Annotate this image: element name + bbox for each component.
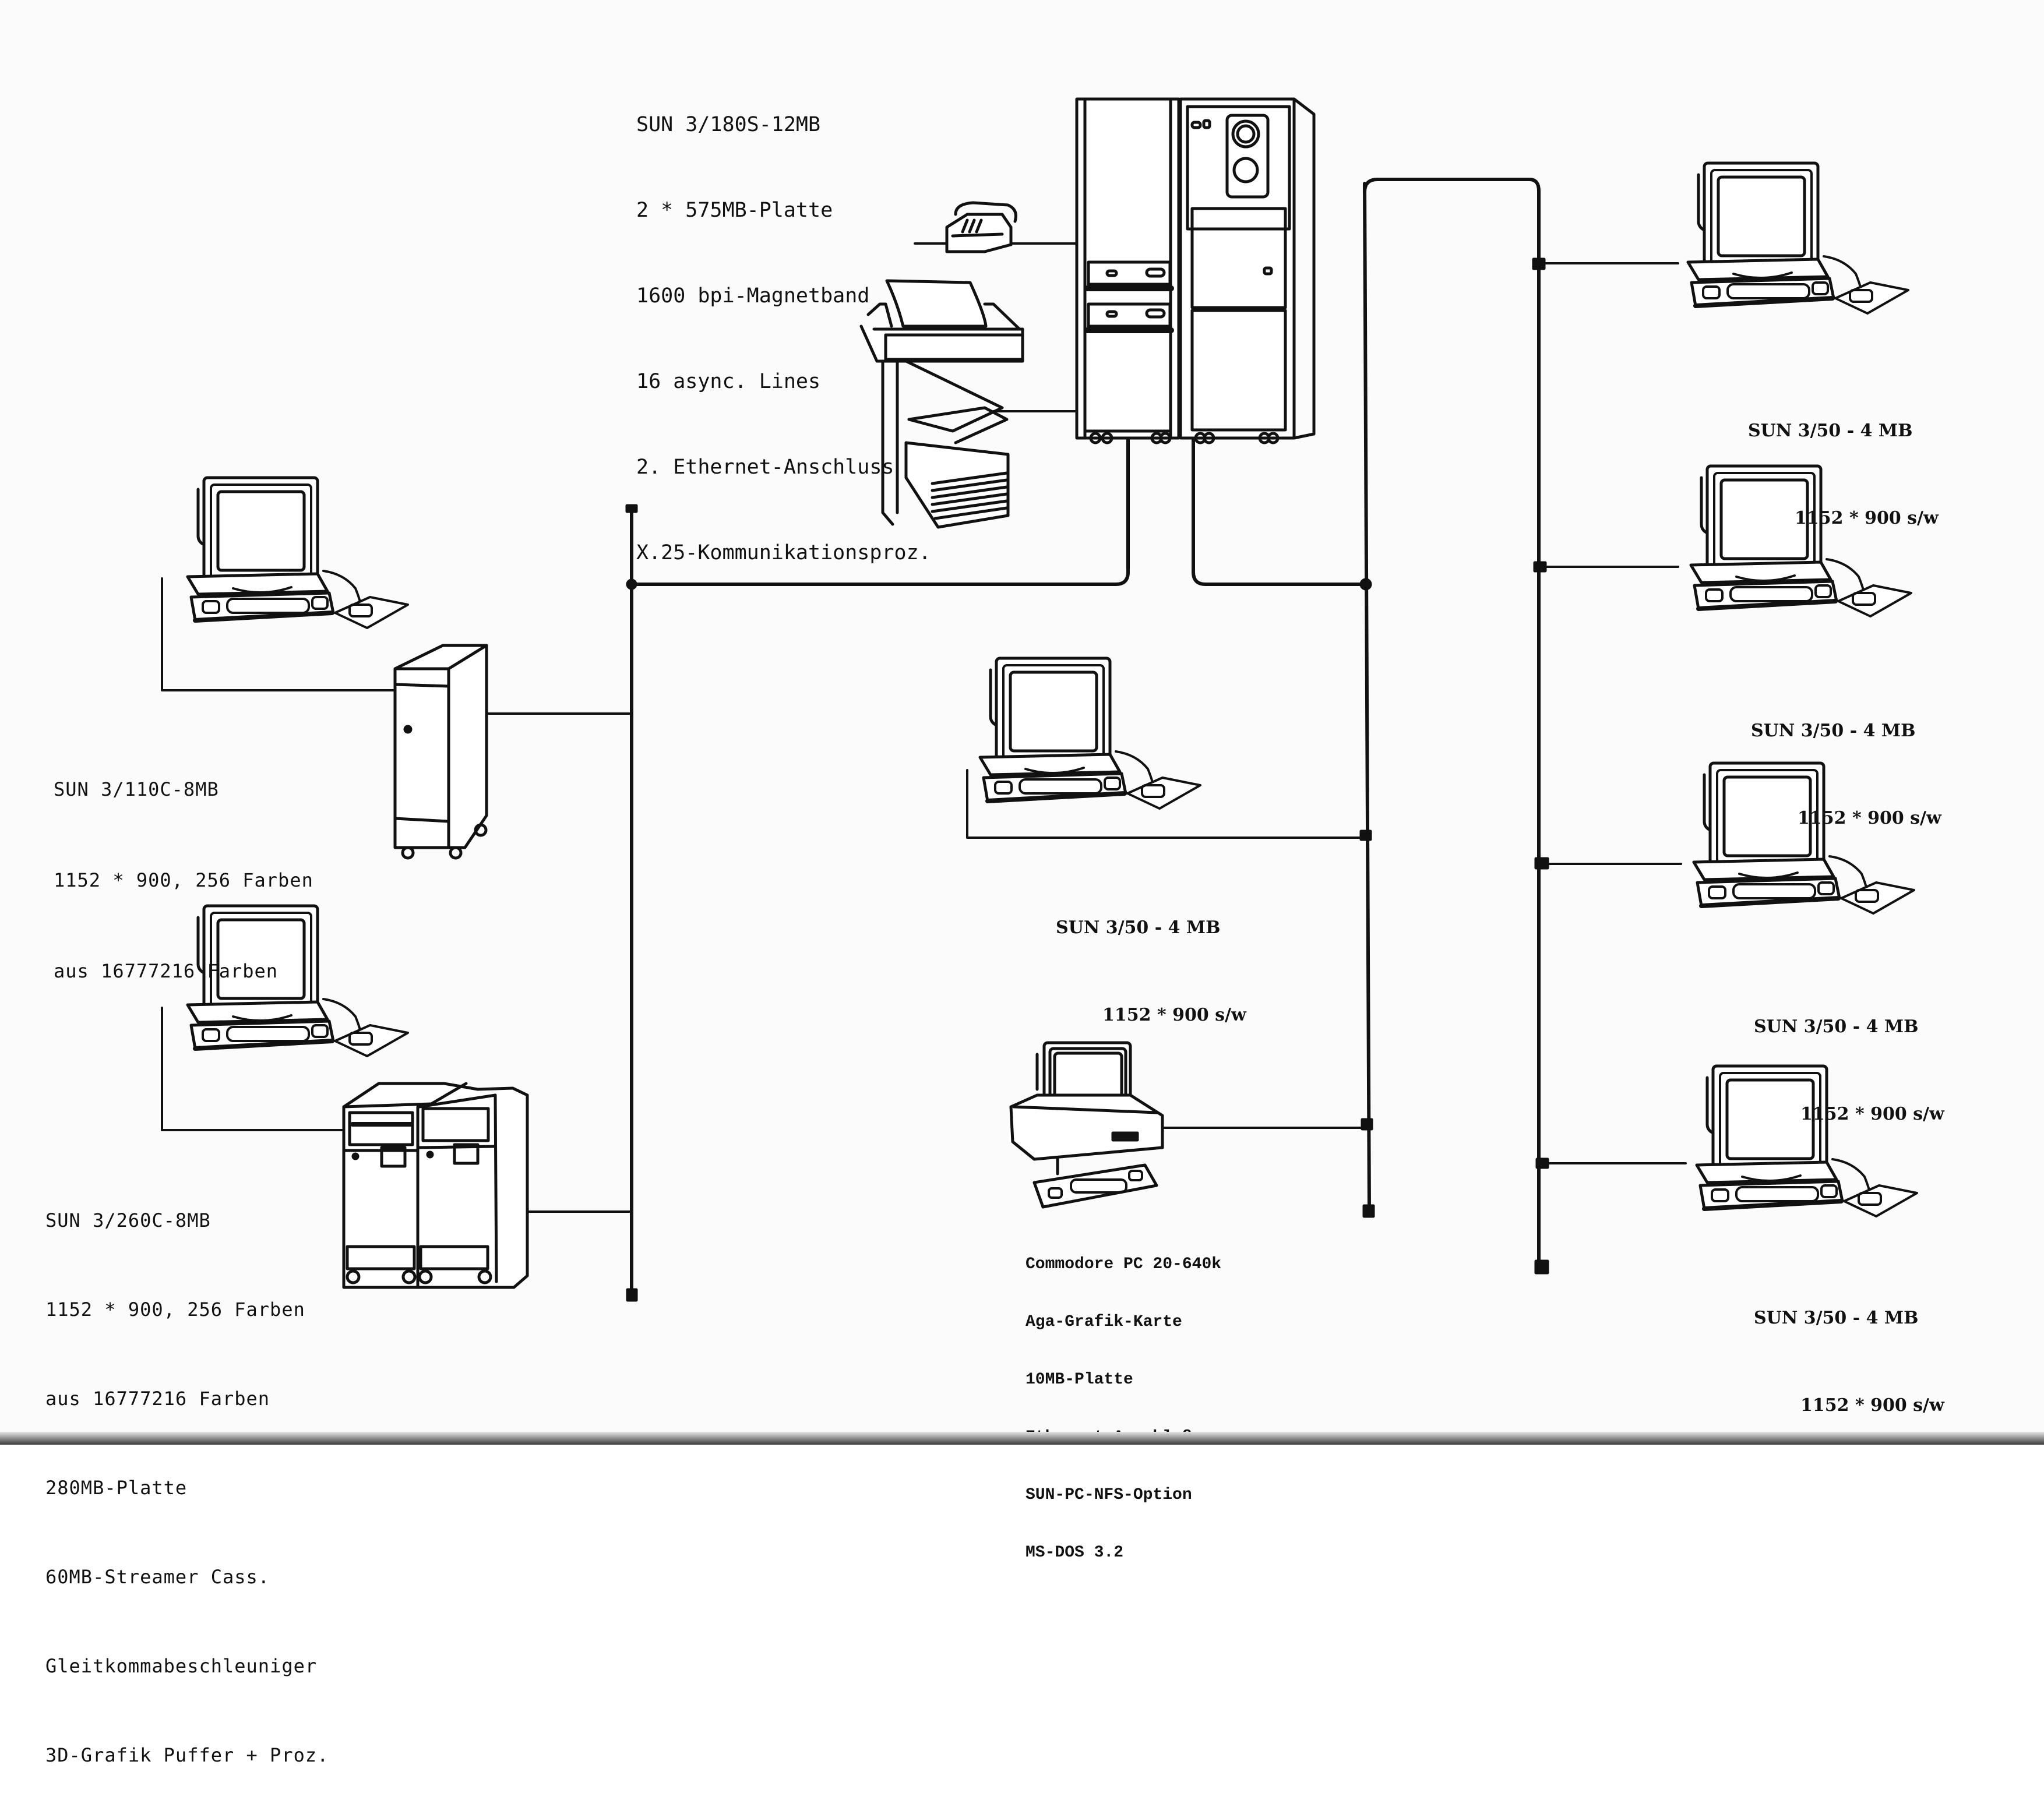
ws260-spec-line: 1152 * 900, 256 Farben <box>45 1298 305 1321</box>
workstation-110c-icon <box>188 478 408 628</box>
ws110-spec-line: aus 16777216 Farben <box>54 960 279 982</box>
scan-bottom-edge <box>0 1432 2044 1445</box>
sun350-right-2-label: SUN 3/50 - 4 MB 1152 * 900 s/w <box>1751 658 1941 862</box>
sun350-resolution: 1152 * 900 s/w <box>1800 1395 1944 1416</box>
sun350-center-label: SUN 3/50 - 4 MB 1152 * 900 s/w <box>1056 855 1246 1059</box>
ethernet-bus-left <box>625 429 1130 1302</box>
ws110-spec-line: 1152 * 900, 256 Farben <box>54 869 313 891</box>
ws260-spec-line: 3D-Grafik Puffer + Proz. <box>45 1744 329 1766</box>
sun350-model: SUN 3/50 - 4 MB <box>1751 721 1916 741</box>
commodore-pc-icon <box>1009 1041 1164 1209</box>
ws260-spec-line: 280MB-Platte <box>45 1477 188 1499</box>
ws110-spec-line: SUN 3/110C-8MB <box>54 778 219 800</box>
pc-spec-line: SUN-PC-NFS-Option <box>1025 1486 1192 1504</box>
ws260-spec-line: aus 16777216 Farben <box>45 1388 270 1410</box>
workstation-110c-label: SUN 3/110C-8MB 1152 * 900, 256 Farben au… <box>54 714 313 1017</box>
sun350-resolution: 1152 * 900 s/w <box>1102 1005 1246 1025</box>
network-diagram <box>161 97 2044 1302</box>
ws260-spec-line: 60MB-Streamer Cass. <box>45 1566 270 1588</box>
sun350-resolution: 1152 * 900 s/w <box>1800 1104 1944 1124</box>
deskside-cpu-260c-icon <box>342 1082 529 1289</box>
ethernet-bus-right <box>1363 178 1549 1275</box>
server-spec-line: 1600 bpi-Magnetband <box>636 284 870 308</box>
drop-cables <box>161 242 1687 1213</box>
commodore-pc-label: Commodore PC 20-640k Aga-Grafik-Karte 10… <box>1025 1216 1221 1582</box>
sun350-model: SUN 3/50 - 4 MB <box>1056 917 1221 938</box>
telephone-modem-icon <box>945 201 1017 253</box>
pc-spec-line: Aga-Grafik-Karte <box>1025 1313 1182 1331</box>
server-spec-line: X.25-Kommunikationsproz. <box>636 541 931 564</box>
server-spec-line: 2 * 575MB-Platte <box>636 199 833 222</box>
workstation-350-right-1-icon <box>1688 163 1908 313</box>
line-printer-icon <box>859 279 1024 529</box>
ws260-spec-line: SUN 3/260C-8MB <box>45 1209 211 1231</box>
server-spec-line: 2. Ethernet-Anschluss <box>636 456 894 479</box>
server-spec-line: 16 async. Lines <box>636 370 821 393</box>
sun350-resolution: 1152 * 900 s/w <box>1795 508 1939 528</box>
sun350-model: SUN 3/50 - 4 MB <box>1754 1308 1919 1328</box>
sun350-right-1-label: SUN 3/50 - 4 MB 1152 * 900 s/w <box>1748 358 1939 562</box>
sun350-model: SUN 3/50 - 4 MB <box>1754 1017 1919 1037</box>
ws260-spec-line: Gleitkommabeschleuniger <box>45 1655 318 1677</box>
server-spec-label: SUN 3/180S-12MB 2 * 575MB-Platte 1600 bp… <box>636 54 931 596</box>
pc-spec-line: MS-DOS 3.2 <box>1025 1544 1124 1562</box>
pc-spec-line: 10MB-Platte <box>1025 1371 1133 1389</box>
sun350-right-3-label: SUN 3/50 - 4 MB 1152 * 900 s/w <box>1754 954 1944 1158</box>
server-spec-line: SUN 3/180S-12MB <box>636 113 821 136</box>
sun350-right-4-label: SUN 3/50 - 4 MB 1152 * 900 s/w <box>1754 1245 1944 1449</box>
workstation-260c-label: SUN 3/260C-8MB 1152 * 900, 256 Farben au… <box>45 1146 329 1800</box>
workstation-350-center-icon <box>980 658 1200 809</box>
server-cabinet-icon <box>1075 97 1316 444</box>
sun350-model: SUN 3/50 - 4 MB <box>1748 421 1913 441</box>
sun350-resolution: 1152 * 900 s/w <box>1798 808 1941 828</box>
deskside-cpu-110c-icon <box>393 644 488 860</box>
pc-spec-line: Commodore PC 20-640k <box>1025 1255 1222 1273</box>
